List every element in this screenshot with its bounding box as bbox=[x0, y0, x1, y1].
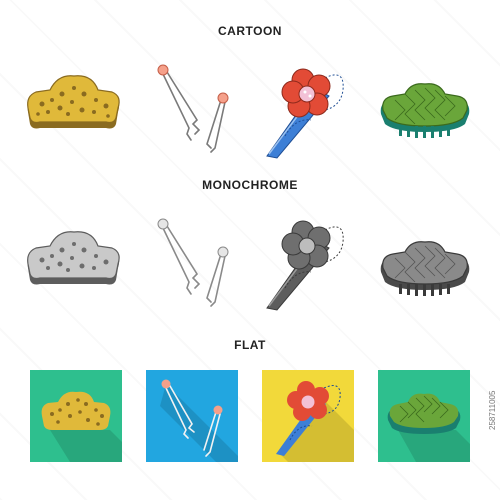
section-title-flat: FLAT bbox=[234, 338, 266, 352]
flat-tile-flower-barrette bbox=[262, 370, 354, 462]
section-title-monochrome: MONOCHROME bbox=[202, 178, 298, 192]
section-title-cartoon: CARTOON bbox=[218, 24, 282, 38]
flower-barrette-icon bbox=[266, 68, 344, 159]
claw-clip-leopard-mono-icon bbox=[27, 231, 120, 285]
claw-clip-leopard-icon bbox=[27, 75, 120, 129]
hairpins-icon bbox=[157, 64, 229, 153]
flat-tile-claw-clip-green bbox=[378, 370, 470, 462]
flower-barrette-mono-icon bbox=[266, 220, 344, 311]
flat-tile-claw-clip bbox=[30, 370, 122, 462]
claw-clip-green-mono-icon bbox=[380, 241, 470, 296]
stock-id: 258711005 bbox=[488, 390, 497, 430]
hairpins-mono-icon bbox=[157, 218, 229, 307]
flat-tile-hairpins bbox=[146, 370, 238, 462]
claw-clip-green-icon bbox=[380, 83, 470, 138]
